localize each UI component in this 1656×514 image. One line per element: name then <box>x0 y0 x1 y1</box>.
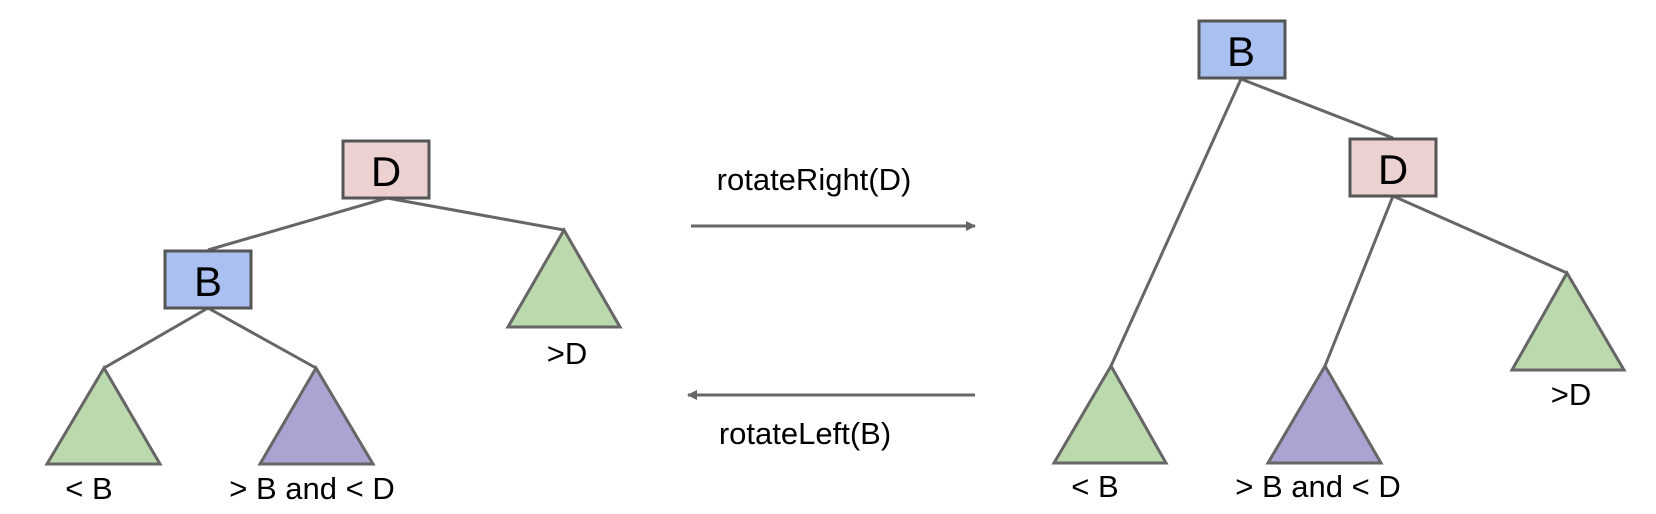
left-edge-d-greater-d <box>386 196 565 232</box>
left-label-less-b: < B <box>65 471 112 506</box>
left-subtree-greater-d <box>505 226 623 329</box>
right-edge-d-between <box>1323 195 1395 367</box>
right-node-b: B <box>1197 19 1287 80</box>
left-tree: D B < B > B and < D >D <box>44 139 623 506</box>
right-node-d: D <box>1348 137 1438 198</box>
right-edge-d-greater-d <box>1392 194 1568 275</box>
right-subtree-greater-d <box>1509 269 1627 372</box>
right-label-between: > B and < D <box>1235 469 1400 504</box>
rotate-left-label: rotateLeft(B) <box>719 416 891 451</box>
operations: rotateRight(D) rotateLeft(B) <box>687 162 976 451</box>
left-node-d: D <box>341 139 431 200</box>
right-node-b-label: B <box>1227 28 1255 75</box>
right-edge-b-less-b <box>1109 78 1243 367</box>
right-subtree-between <box>1265 363 1384 465</box>
left-edge-d-b <box>207 196 388 252</box>
right-label-greater-d: >D <box>1551 377 1592 412</box>
right-tree: B D < B > B and < D >D <box>1051 19 1627 504</box>
left-label-between: > B and < D <box>229 471 394 506</box>
left-node-b-label: B <box>194 258 222 305</box>
left-edge-b-less-b <box>103 306 209 370</box>
right-subtree-less-b <box>1051 362 1169 465</box>
right-label-less-b: < B <box>1071 469 1118 504</box>
left-node-d-label: D <box>371 148 401 195</box>
rotate-right-label: rotateRight(D) <box>717 162 912 197</box>
left-edge-b-between <box>207 306 317 370</box>
left-node-b: B <box>163 249 253 310</box>
left-subtree-between <box>257 365 376 466</box>
left-subtree-less-b <box>44 365 163 466</box>
left-label-greater-d: >D <box>547 336 588 371</box>
right-node-d-label: D <box>1378 146 1408 193</box>
right-edge-b-d <box>1240 77 1394 140</box>
